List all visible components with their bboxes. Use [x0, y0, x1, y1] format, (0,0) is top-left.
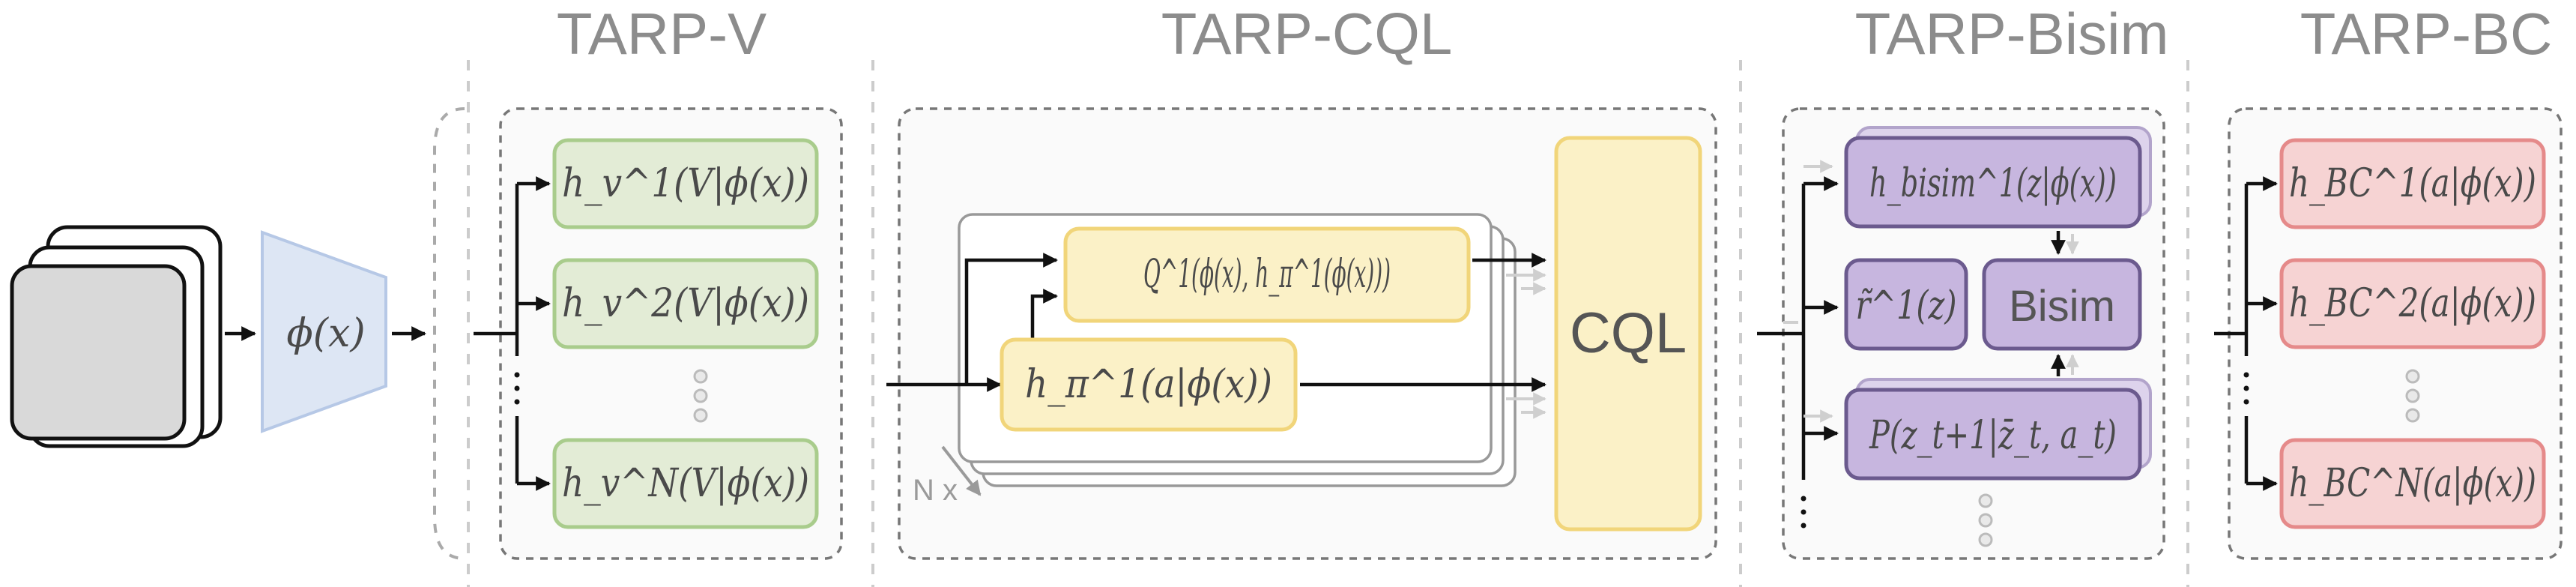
tarp-v-head-n	[552, 438, 819, 529]
tarp-v-head-1-label: h_v^1(V|ϕ(x))	[562, 161, 809, 206]
tarp-v-head-2	[552, 258, 819, 349]
input-image-stack-icon	[10, 225, 223, 448]
encoder-label: ϕ(x)	[286, 311, 365, 356]
ellipsis-dots	[693, 369, 708, 423]
cql-label: CQL	[1570, 301, 1687, 365]
dynamics-head	[1844, 388, 2142, 481]
tarp-v-head-2-label: h_v^2(V|ϕ(x))	[562, 281, 809, 326]
tarp-v-title: TARP-V	[557, 1, 767, 67]
bisim-label: Bisim	[2009, 282, 2115, 331]
tarp-bisim-title: TARP-Bisim	[1855, 1, 2169, 67]
tarp-v-head-1	[552, 138, 819, 229]
tarp-bc-title: TARP-BC	[2300, 1, 2553, 67]
vertical-dots	[514, 372, 520, 405]
policy-head-label: h_π^1(a|ϕ(x))	[1025, 362, 1272, 407]
reward-head	[1844, 258, 1968, 351]
bisim-block	[1982, 258, 2142, 351]
section-separators	[467, 60, 2189, 587]
tarp-bc-head-2	[2279, 258, 2546, 349]
tarp-bc-head-n	[2279, 438, 2546, 529]
tarp-bc-head-2-label: h_BC^2(a|ϕ(x))	[2289, 281, 2536, 326]
q-function-head	[1063, 226, 1471, 323]
q-function-label: Q^1(ϕ(x), h_π^1(ϕ(x)))	[1143, 252, 1391, 297]
cql-block	[1554, 136, 1702, 532]
tarp-bc-head-n-label: h_BC^N(a|ϕ(x))	[2289, 461, 2536, 506]
repeat-label: N x	[913, 474, 958, 507]
repeat-arrow	[941, 445, 982, 496]
encoder-shape	[261, 230, 387, 433]
ellipsis-dots	[2405, 369, 2420, 423]
tarp-bc-head-1	[2279, 138, 2546, 229]
vertical-dots	[2243, 372, 2249, 405]
reward-label: r̃^1(z)	[1856, 283, 1957, 328]
encoder-bracket	[433, 107, 465, 560]
bisim-encoder-head	[1844, 136, 2142, 229]
dynamics-label: P(z_t+1|z̄_t, a_t)	[1869, 413, 2117, 458]
tarp-cql-title: TARP-CQL	[1161, 1, 1453, 67]
tarp-v-head-n-label: h_v^N(V|ϕ(x))	[562, 461, 809, 506]
bisim-encoder-label: h_bisim^1(z|ϕ(x))	[1869, 161, 2117, 206]
tarp-bc-head-1-label: h_BC^1(a|ϕ(x))	[2289, 161, 2536, 206]
ellipsis-dots	[1978, 493, 1993, 547]
vertical-dots	[1801, 496, 1806, 529]
policy-head	[1000, 337, 1298, 432]
